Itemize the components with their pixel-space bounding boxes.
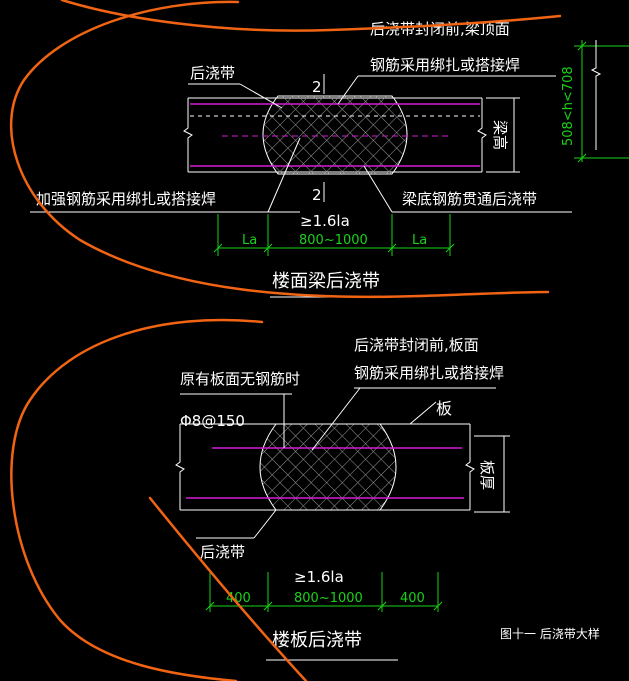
beam-dimension-chain: La 800~1000 La ≥1.6la: [213, 212, 455, 256]
side-dim-tick-bottom: [577, 153, 587, 163]
slab-break-left: [175, 424, 185, 510]
slab-detail-title: 楼板后浇带: [272, 630, 362, 651]
slab-strip-leader: [253, 509, 277, 539]
beam-top-note-2: 钢筋采用绑扎或搭接焊: [370, 56, 520, 74]
slab-dim-tick-3: [377, 601, 387, 611]
slab-no-rebar-note: 原有板面无钢筋时: [180, 370, 300, 388]
slab-top-note-2: 钢筋采用绑扎或搭接焊: [354, 364, 504, 382]
slab-dim-tick-4: [433, 601, 443, 611]
slab-label-leader: [409, 401, 437, 425]
slab-label: 板: [436, 399, 452, 418]
slab-strip-label: 后浇带: [200, 543, 245, 561]
slab-top-note-leader: [311, 387, 361, 451]
beam-strip-leader: [239, 83, 283, 109]
beam-reinforce-leader: [267, 137, 301, 213]
markup-stroke-beam: [9, 0, 550, 299]
slab-dim-right: 400: [400, 591, 425, 606]
beam-dim-tick-1: [213, 243, 223, 253]
slab-break-right: [465, 424, 475, 510]
beam-dim-tick-3: [387, 243, 397, 253]
beam-dim-left: La: [242, 233, 257, 248]
markup-stroke-slab-left: [10, 318, 264, 681]
beam-strip-label: 后浇带: [190, 64, 235, 82]
section-mark-top: 2: [312, 78, 322, 96]
beam-dim-tick-4: [445, 243, 455, 253]
beam-detail-title: 楼面梁后浇带: [272, 271, 380, 292]
slab-dim-left: 400: [226, 591, 251, 606]
beam-post-cast-region: [262, 95, 408, 175]
beam-bottom-leader: [363, 165, 393, 213]
beam-top-note-leader: [337, 75, 359, 105]
slab-dim-tick-2: [263, 601, 273, 611]
beam-dim-mid: 800~1000: [299, 233, 368, 248]
slab-thickness-label: 板厚: [478, 460, 496, 490]
side-dim-tick-top: [577, 41, 587, 51]
side-dim-label: 508<h<708: [561, 66, 576, 146]
slab-dim-tick-1: [205, 601, 215, 611]
beam-dim-right: La: [412, 233, 427, 248]
slab-dimension-chain: 400 800~1000 400 ≥1.6la: [205, 568, 443, 612]
section-mark-bottom: 2: [312, 186, 322, 204]
slab-rebar-spec: Φ8@150: [180, 412, 245, 430]
beam-break-left: [183, 98, 193, 172]
markup-stroke-slab-diagonal: [148, 496, 308, 681]
slab-detail: 后浇带封闭前,板面 钢筋采用绑扎或搭接焊 原有板面无钢筋时 Φ8@150 板 板…: [175, 336, 510, 661]
beam-top-note: 后浇带封闭前,梁顶面: [370, 20, 510, 38]
side-section-break: [590, 40, 602, 150]
beam-dim-tick-2: [263, 243, 273, 253]
beam-dim-min: ≥1.6la: [300, 212, 350, 230]
slab-dim-min: ≥1.6la: [294, 568, 344, 586]
beam-bottom-note: 梁底钢筋贯通后浇带: [402, 190, 537, 208]
markup-strokes: [9, 0, 562, 681]
markup-stroke-top: [60, 0, 562, 32]
slab-top-note: 后浇带封闭前,板面: [354, 336, 479, 354]
beam-reinforce-note: 加强钢筋采用绑扎或搭接焊: [36, 190, 216, 208]
beam-height-label: 梁高: [491, 120, 509, 150]
slab-dim-mid: 800~1000: [294, 591, 363, 606]
beam-detail: 2 2 后浇带 后浇带封闭前,梁顶面 钢筋采用绑扎或搭接焊 加强钢筋采用绑扎或搭…: [30, 20, 629, 298]
slab-post-cast-region: [259, 423, 397, 511]
figure-caption: 图十一 后浇带大样: [500, 626, 600, 641]
beam-break-right: [477, 98, 487, 172]
